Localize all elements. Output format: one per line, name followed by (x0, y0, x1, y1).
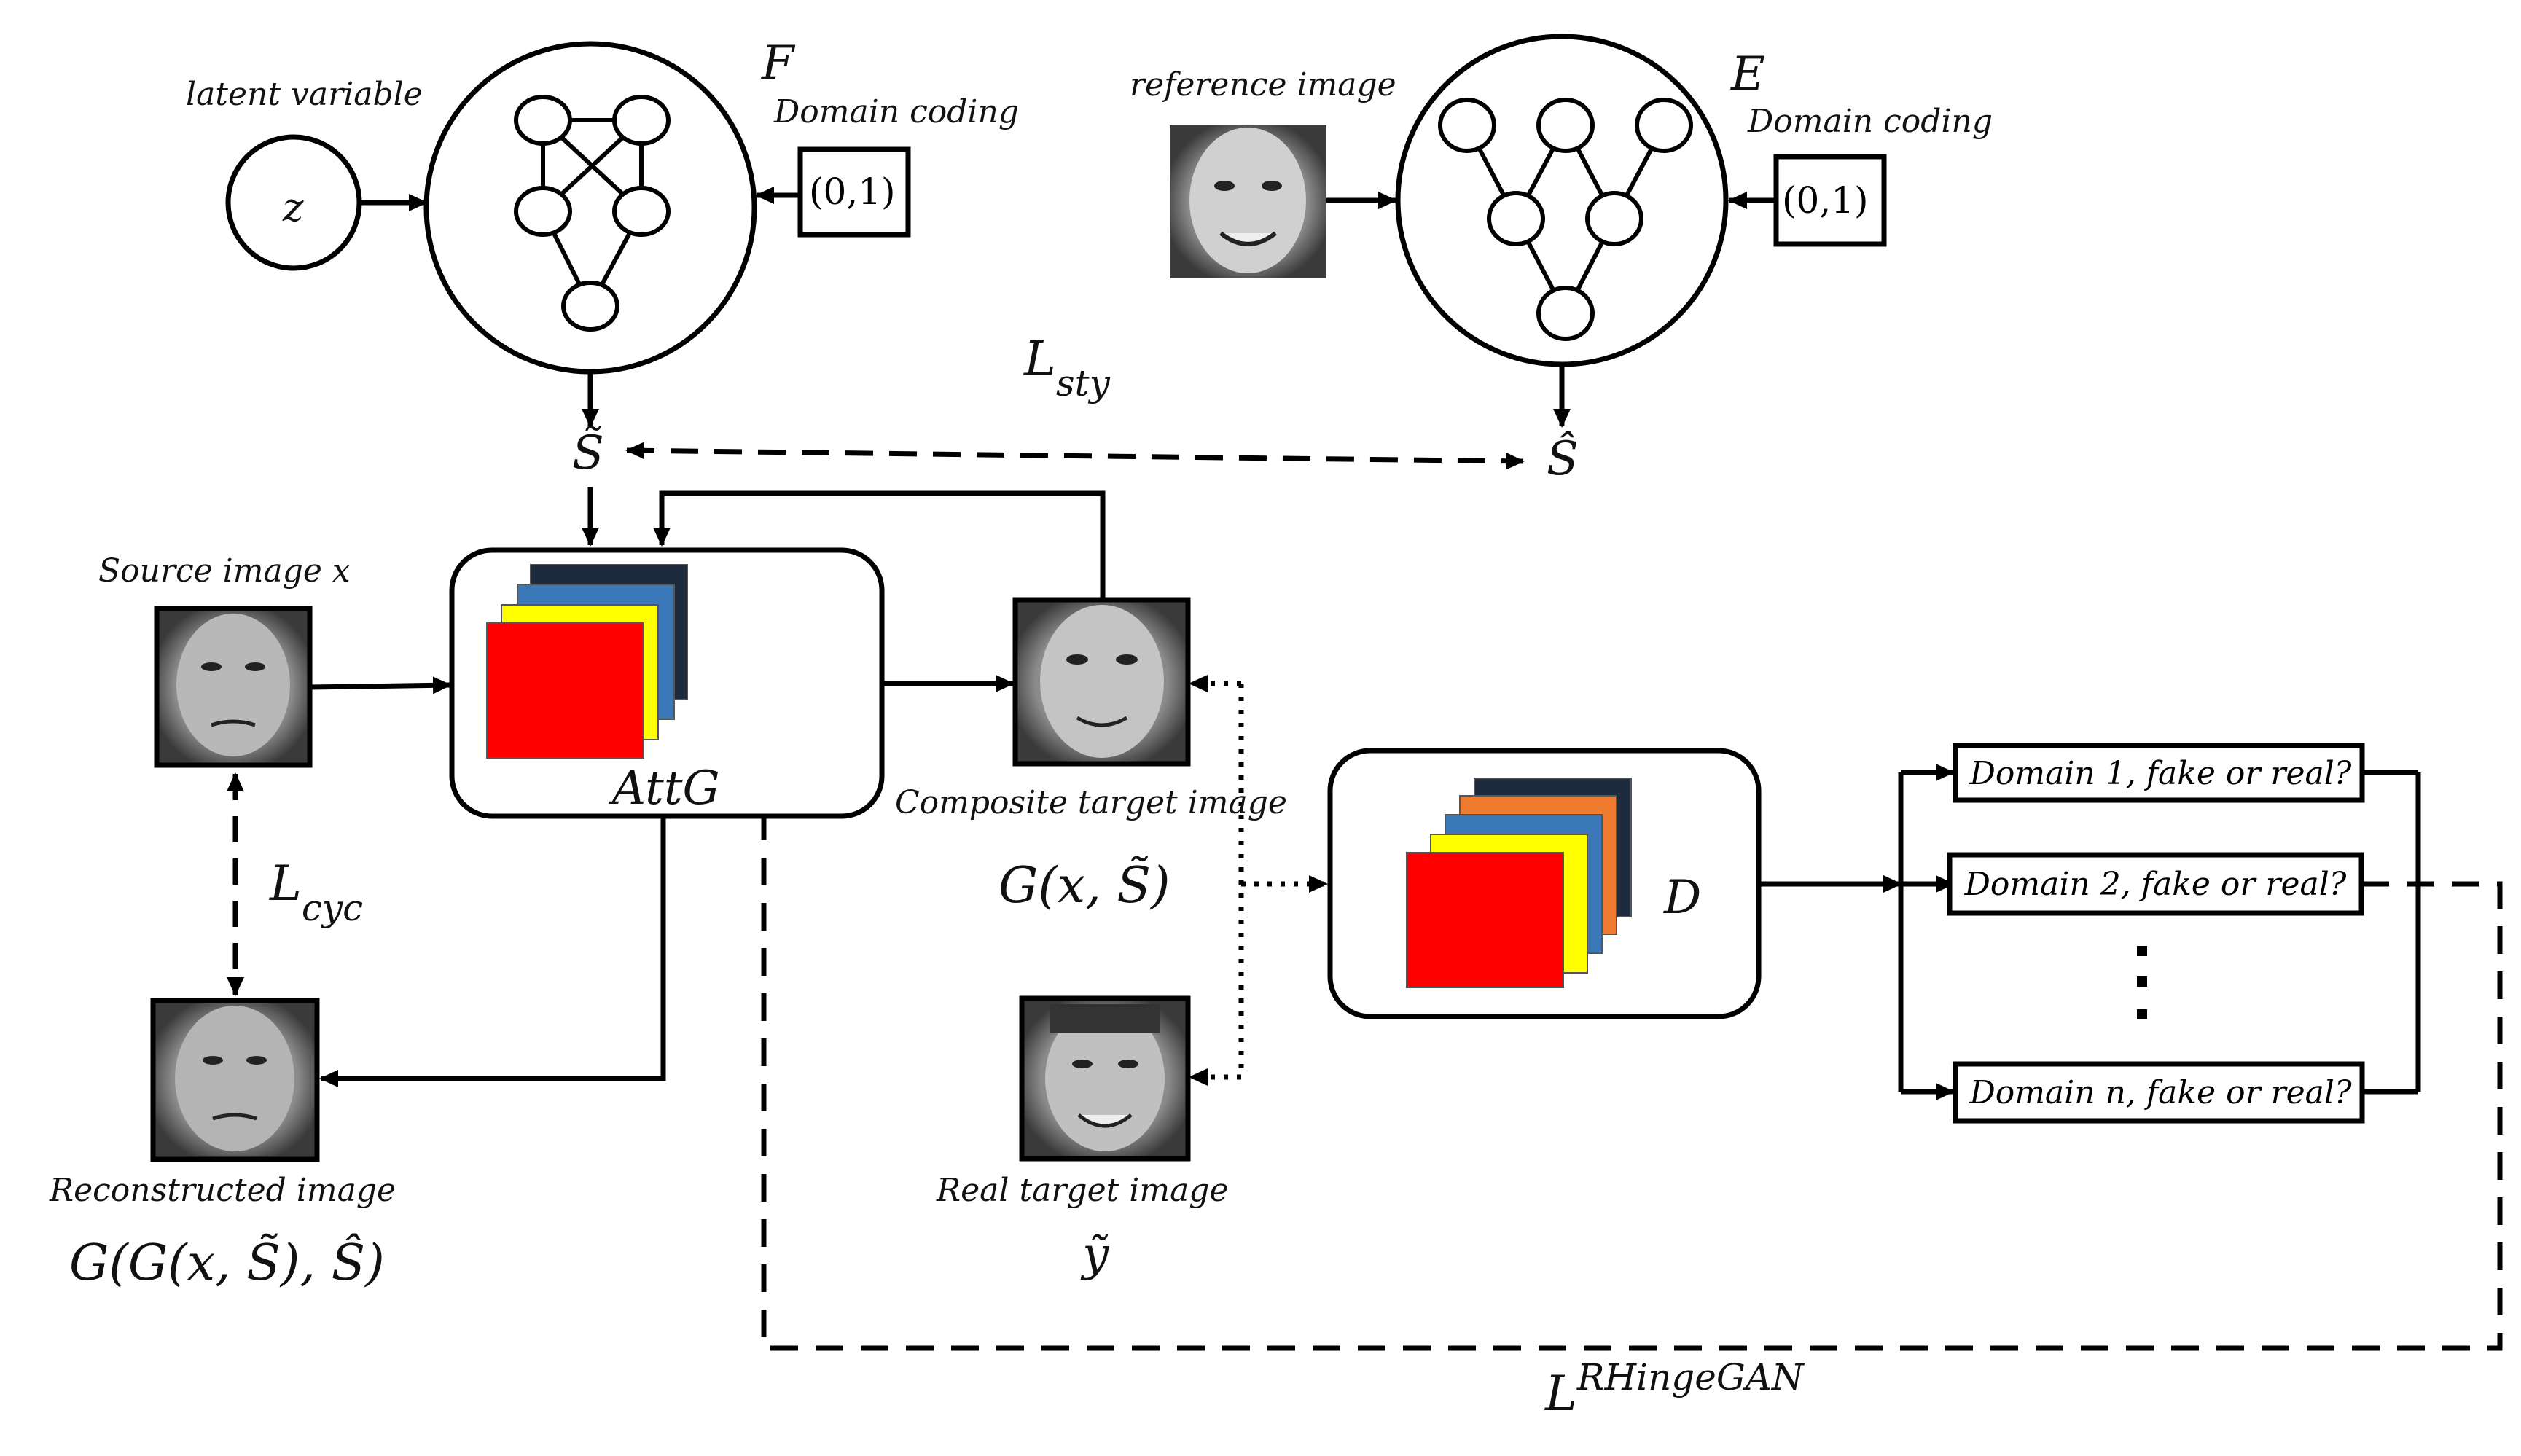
domain-2-label: Domain 2, fake or real? (1964, 866, 2347, 903)
domain-n-label: Domain n, fake or real? (1969, 1074, 2352, 1111)
latent-variable-label: latent variable (186, 76, 423, 113)
reconstructed-formula: G(G(x, S̃), Ŝ) (69, 1234, 385, 1292)
generator-feature-maps (486, 564, 688, 759)
latent-z-circle (225, 134, 362, 271)
domain-1-box (1953, 743, 2365, 803)
source-image-label: Source image x (98, 552, 351, 590)
rhinge-loss-dashed-loop (761, 818, 2503, 1351)
domain-coding-left-label: Domain coding (774, 93, 1019, 130)
real-target-face-image (1019, 995, 1191, 1162)
reconstructed-face-image (150, 998, 320, 1162)
reconstructed-image-label: Reconstructed image (50, 1172, 396, 1209)
E-label: E (1731, 47, 1765, 101)
vertical-ellipsis (2137, 946, 2147, 1019)
domain-code-box-left (797, 146, 911, 238)
domain-n-box (1953, 1061, 2365, 1124)
s-tilde-label: S̃ (572, 426, 604, 480)
style-loss-label: Lsty (1024, 331, 1110, 404)
composite-face-image (1012, 597, 1191, 767)
code-left-value: (0,1) (809, 171, 896, 213)
rhinge-loss-label: LRHingeGAN (1545, 1356, 1804, 1422)
z-label: z (283, 184, 304, 230)
domain-coding-right-label: Domain coding (1748, 103, 1993, 140)
feedback-line-composite-to-G (653, 490, 1106, 600)
F-label: F (762, 36, 794, 90)
F-network-graph (514, 95, 671, 332)
domain-1-label: Domain 1, fake or real? (1969, 755, 2352, 792)
cycle-loss-label: Lcyc (270, 856, 364, 929)
arrow-source-to-G (309, 676, 452, 694)
style-loss-dashed-arrow (625, 442, 1525, 470)
arrow-G-to-reconstructed (319, 818, 666, 1087)
E-network-graph (1438, 98, 1693, 341)
s-hat-label: Ŝ (1547, 432, 1579, 486)
code-right-value: (0,1) (1782, 179, 1869, 222)
real-target-label: Real target image (937, 1172, 1229, 1209)
reference-face-image (1170, 125, 1326, 278)
reference-image-label: reference image (1130, 66, 1396, 103)
composite-target-label: Composite target image (895, 784, 1287, 821)
D-label: D (1664, 871, 1702, 925)
attg-label: AttG (612, 762, 720, 815)
discriminator-feature-maps (1406, 778, 1632, 988)
source-face-image (154, 606, 313, 768)
y-tilde-label: ỹ (1082, 1228, 1109, 1282)
composite-formula: G(x, S̃) (998, 857, 1170, 915)
